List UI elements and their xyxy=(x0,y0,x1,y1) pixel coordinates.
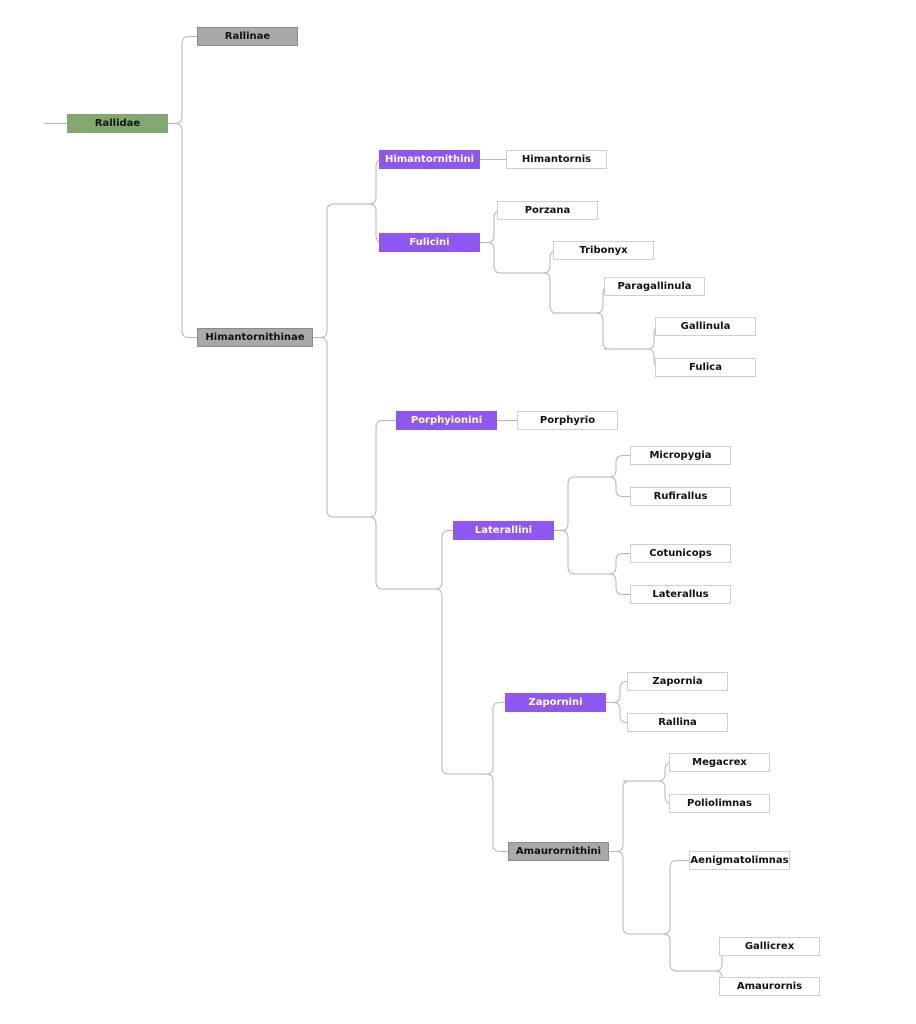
node-rallidae[interactable]: Rallidae xyxy=(67,114,168,133)
node-poliolimnas[interactable]: Poliolimnas xyxy=(669,794,770,813)
node-gallicrex[interactable]: Gallicrex xyxy=(719,937,820,956)
node-amaurornis[interactable]: Amaurornis xyxy=(719,977,820,996)
node-rallina[interactable]: Rallina xyxy=(627,713,728,732)
branch-line xyxy=(554,476,580,531)
branch-line xyxy=(313,337,335,518)
branch-line xyxy=(554,530,580,575)
branch-line xyxy=(606,702,628,723)
branch-line xyxy=(313,203,335,338)
node-rufirallus[interactable]: Rufirallus xyxy=(630,487,731,506)
branch-line xyxy=(168,36,197,124)
node-himantornithini[interactable]: Himantornithini xyxy=(379,150,480,169)
node-zapornia[interactable]: Zapornia xyxy=(627,672,728,691)
branch-line xyxy=(428,588,451,775)
node-porzana[interactable]: Porzana xyxy=(497,201,598,220)
branch-line xyxy=(362,516,400,590)
branch-line xyxy=(609,780,631,852)
branch-line xyxy=(606,681,628,703)
branch-line xyxy=(479,702,505,775)
node-porphyionini[interactable]: Porphyionini xyxy=(396,411,497,430)
node-megacrex[interactable]: Megacrex xyxy=(669,753,770,772)
branch-line xyxy=(479,773,508,852)
node-laterallini[interactable]: Laterallini xyxy=(453,521,554,540)
node-micropygia[interactable]: Micropygia xyxy=(630,446,731,465)
branch-line xyxy=(536,272,558,314)
node-himantornis[interactable]: Himantornis xyxy=(506,150,607,169)
node-aenigmatolimnas[interactable]: Aenigmatolimnas xyxy=(689,851,790,870)
branch-line xyxy=(602,455,630,478)
node-amaurornithini[interactable]: Amaurornithini xyxy=(508,842,609,861)
node-fulicini[interactable]: Fulicini xyxy=(379,233,480,252)
node-rallinae[interactable]: Rallinae xyxy=(197,27,298,46)
node-tribonyx[interactable]: Tribonyx xyxy=(553,241,654,260)
branch-line xyxy=(602,476,630,497)
branch-line xyxy=(602,553,630,575)
node-laterallus[interactable]: Laterallus xyxy=(630,585,731,604)
branch-line xyxy=(656,933,686,972)
node-fulica[interactable]: Fulica xyxy=(655,358,756,377)
branch-line xyxy=(428,530,453,590)
node-cotunicops[interactable]: Cotunicops xyxy=(630,544,731,563)
node-porphyrio[interactable]: Porphyrio xyxy=(517,411,618,430)
node-paragallinula[interactable]: Paragallinula xyxy=(604,277,705,296)
node-zapornini[interactable]: Zapornini xyxy=(505,693,606,712)
branch-line xyxy=(362,420,396,518)
branch-line xyxy=(609,851,634,935)
node-himantornithinae[interactable]: Himantornithinae xyxy=(197,328,313,347)
branch-line xyxy=(656,860,689,935)
branch-line xyxy=(589,312,611,350)
branch-line xyxy=(602,573,630,595)
branch-line xyxy=(480,242,502,274)
branch-line xyxy=(168,123,197,338)
node-gallinula[interactable]: Gallinula xyxy=(655,317,756,336)
